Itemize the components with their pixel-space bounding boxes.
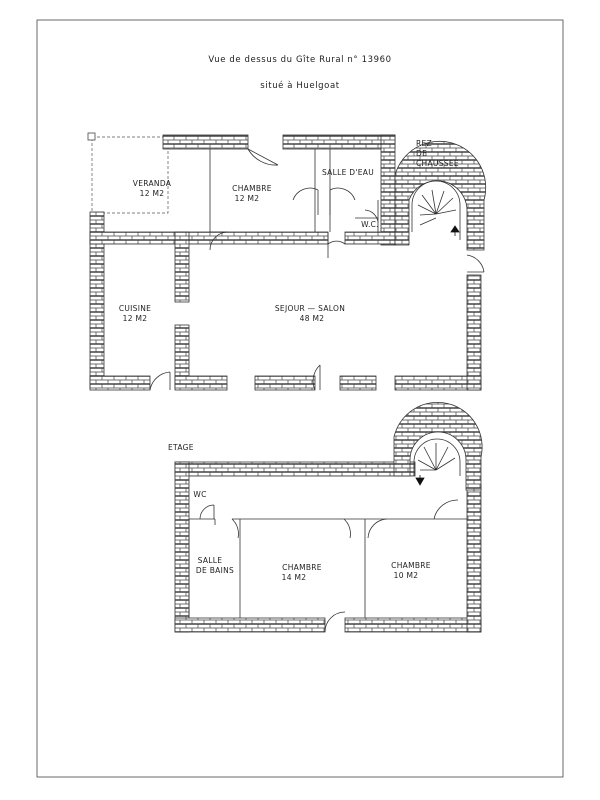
room-name-sejour: SEJOUR — SALON [275,304,345,313]
ground-floor-walls [89,134,487,391]
floor-label-chaussee: CHAUSSEE [416,159,459,168]
veranda-post [87,132,96,141]
room-area-chambre-rdc: 12 M2 [235,194,260,203]
spiral-staircase-upper [413,438,461,486]
sheet-border [36,19,564,778]
stair-direction-arrow [450,225,460,236]
plan-title: Vue de dessus du Gîte Rural n° 13960 [208,55,391,65]
floor-label-de: DE [416,149,427,158]
room-area-cuisine: 12 M2 [123,314,148,323]
upper-floor-walls [174,401,483,633]
veranda-outline [91,136,169,214]
room-name-salle-deau: SALLE D'EAU [322,168,374,177]
upper-floor-plan: ETAGE WC SALLE DE BAINS CHAMBRE 14 M2 CH… [168,401,483,633]
ground-floor-doors [149,148,485,391]
upper-floor-doors [199,499,459,633]
ground-floor-plan: REZ DE CHAUSSEE VERANDA 12 M2 CHAMBRE 12… [87,132,487,391]
room-name-chambre-10: CHAMBRE [391,561,431,570]
floor-label-etage: ETAGE [168,443,194,452]
stair-direction-arrow-down [415,475,425,486]
room-name-wc-rdc: W.C. [361,220,379,229]
room-area-chambre-14: 14 M2 [282,573,307,582]
room-name-veranda: VERANDA [133,179,172,188]
room-area-veranda: 12 M2 [140,189,165,198]
plan-location: situé à Huelgoat [260,80,340,91]
room-name-chambre-14: CHAMBRE [282,563,322,572]
spiral-staircase-ground [411,180,461,240]
room-name-chambre-rdc: CHAMBRE [232,184,272,193]
room-area-sejour: 48 M2 [300,314,325,323]
room-name-cuisine: CUISINE [119,304,151,313]
floor-label-rez: REZ [416,139,432,148]
room-name-wc-etage: WC [193,490,206,499]
room-area-chambre-10: 10 M2 [394,571,419,580]
room-name-salle-de-bains-line2: DE BAINS [196,566,234,575]
room-name-salle-de-bains-line1: SALLE [198,556,223,565]
